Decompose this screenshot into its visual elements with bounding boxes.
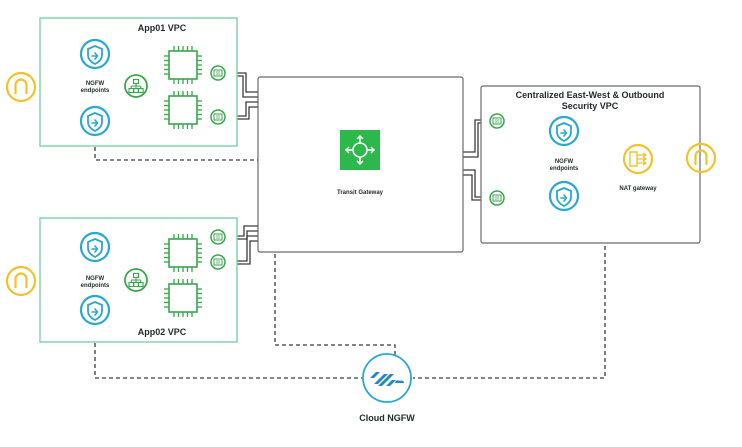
- security-vpc: Centralized East-West & Outbound Securit…: [480, 85, 701, 244]
- app02-vpc: NGFW endpoints App02 VPC: [39, 217, 238, 343]
- app01-endpoints-label-2: endpoints: [81, 88, 110, 94]
- app01-vpc-title: App01 VPC: [138, 23, 187, 33]
- link-app02-nic2b: [226, 240, 258, 265]
- app01-endpoints-label-1: NGFW: [86, 81, 105, 87]
- nat-gateway-icon: [622, 143, 654, 175]
- dashed-link-app01-endpoint: [94, 133, 396, 358]
- dashed-link-app02-endpoint: [94, 322, 362, 379]
- app01-vpc: App01 VPC NGFW endpoints: [39, 17, 238, 147]
- internet-gateway-icon: [5, 71, 37, 103]
- app02-vpc-title: App02 VPC: [138, 327, 187, 337]
- app02-endpoints-label-1: NGFW: [86, 276, 105, 282]
- app02-endpoints-label-2: endpoints: [81, 283, 110, 289]
- transit-gateway: Transit Gateway: [257, 76, 464, 253]
- internet-gateway-icon: [5, 265, 37, 297]
- security-endpoints-label-1: NGFW: [555, 159, 574, 165]
- cloud-ngfw-label: Cloud NGFW: [359, 413, 415, 423]
- security-endpoints-label-2: endpoints: [550, 166, 579, 172]
- security-vpc-box: [480, 85, 701, 244]
- security-vpc-title-1: Centralized East-West & Outbound: [516, 90, 665, 100]
- cloud-ngfw-logo: [370, 372, 404, 386]
- security-vpc-title-2: Security VPC: [562, 101, 619, 111]
- cloud-ngfw: Cloud NGFW: [359, 353, 415, 423]
- nat-gateway-label: NAT gateway: [619, 186, 657, 192]
- transit-gateway-label: Transit Gateway: [337, 190, 384, 196]
- transit-gateway-glyph: [344, 134, 376, 166]
